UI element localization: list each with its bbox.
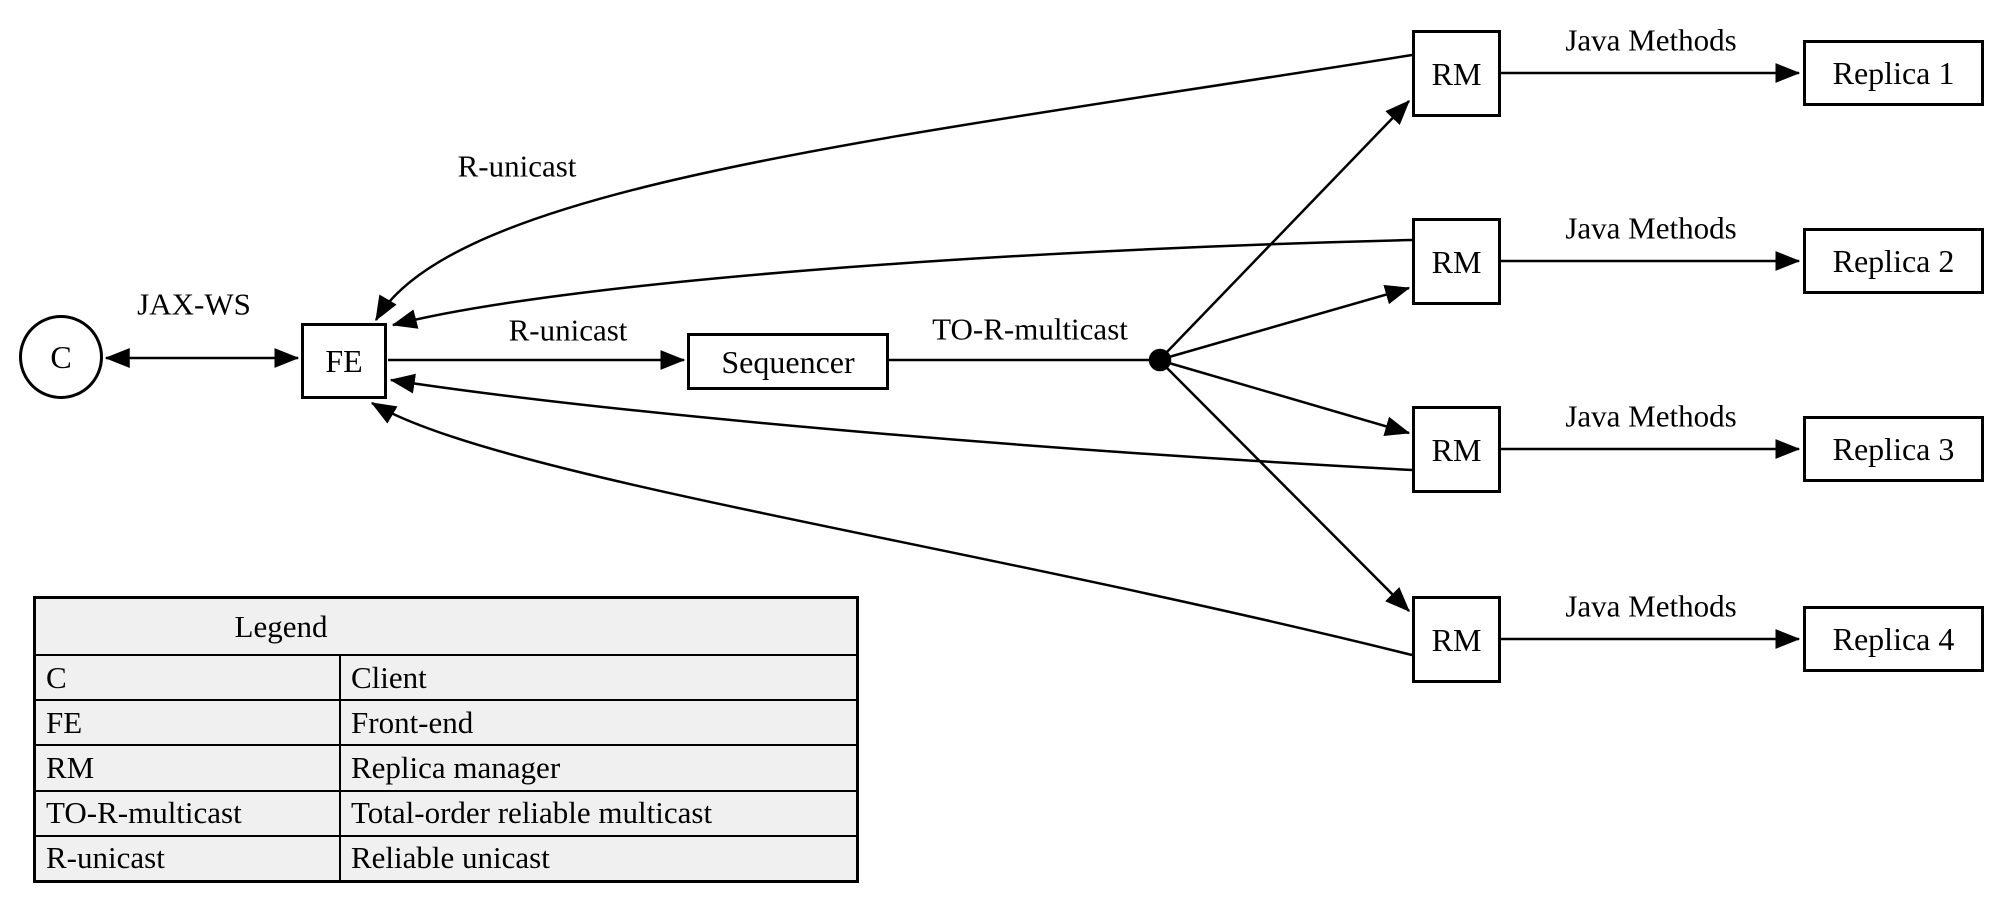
- edge-rm1-fe-return: [374, 53, 1413, 322]
- label-r-unicast-return: R-unicast: [457, 148, 577, 184]
- legend-row-to-r-multicast: TO-R-multicast Total-order reliable mult…: [36, 791, 856, 837]
- legend-term: TO-R-multicast: [36, 791, 341, 835]
- multicast-point-dot: [1148, 348, 1172, 372]
- node-replica-2: Replica 2: [1803, 228, 1984, 294]
- legend-definition: Replica manager: [351, 750, 561, 785]
- node-client: C: [19, 315, 103, 399]
- legend-term: RM: [36, 746, 341, 790]
- legend-row-r-unicast: R-unicast Reliable unicast: [36, 836, 856, 881]
- node-rm-1: RM: [1412, 30, 1501, 117]
- node-rm-3: RM: [1412, 406, 1501, 493]
- node-rm-4: RM: [1412, 596, 1501, 683]
- legend-term: R-unicast: [36, 836, 341, 881]
- edge-dot-rm2: [1168, 284, 1411, 359]
- node-sequencer: Sequencer: [687, 333, 889, 390]
- label-java-methods-4: Java Methods: [1565, 588, 1737, 624]
- label-to-r-multicast: TO-R-multicast: [932, 311, 1128, 347]
- legend-row-replica-manager: RM Replica manager: [36, 746, 856, 792]
- legend-row-client: C Client: [36, 656, 856, 702]
- legend-title: Legend: [234, 608, 328, 644]
- edge-dot-rm3: [1168, 361, 1411, 436]
- legend-table: Legend C Client FE Front-end RM Replica …: [33, 596, 859, 883]
- label-java-methods-3: Java Methods: [1565, 398, 1737, 434]
- legend-term: FE: [36, 701, 341, 745]
- legend-definition: Front-end: [351, 704, 474, 740]
- node-replica-3: Replica 3: [1803, 416, 1984, 482]
- legend-row-front-end: FE Front-end: [36, 701, 856, 747]
- node-replica-4: Replica 4: [1803, 606, 1984, 672]
- label-r-unicast: R-unicast: [508, 312, 628, 348]
- edge-dot-rm4: [1165, 366, 1410, 612]
- node-front-end: FE: [301, 323, 387, 399]
- edge-rm2-fe-return: [391, 238, 1413, 329]
- edge-dot-rm1: [1165, 100, 1410, 354]
- legend-definition: Client: [351, 659, 427, 695]
- legend-title-row: Legend: [36, 599, 856, 656]
- label-java-methods-2: Java Methods: [1565, 210, 1737, 246]
- legend-definition: Reliable unicast: [351, 840, 550, 876]
- label-jax-ws: JAX-WS: [137, 286, 251, 322]
- node-rm-2: RM: [1412, 218, 1501, 305]
- edge-rm3-fe-return: [389, 373, 1413, 472]
- label-java-methods-1: Java Methods: [1565, 22, 1737, 58]
- legend-term: C: [36, 656, 341, 700]
- edge-rm4-fe-return: [370, 401, 1413, 657]
- node-replica-1: Replica 1: [1803, 40, 1984, 106]
- legend-definition: Total-order reliable multicast: [351, 795, 713, 831]
